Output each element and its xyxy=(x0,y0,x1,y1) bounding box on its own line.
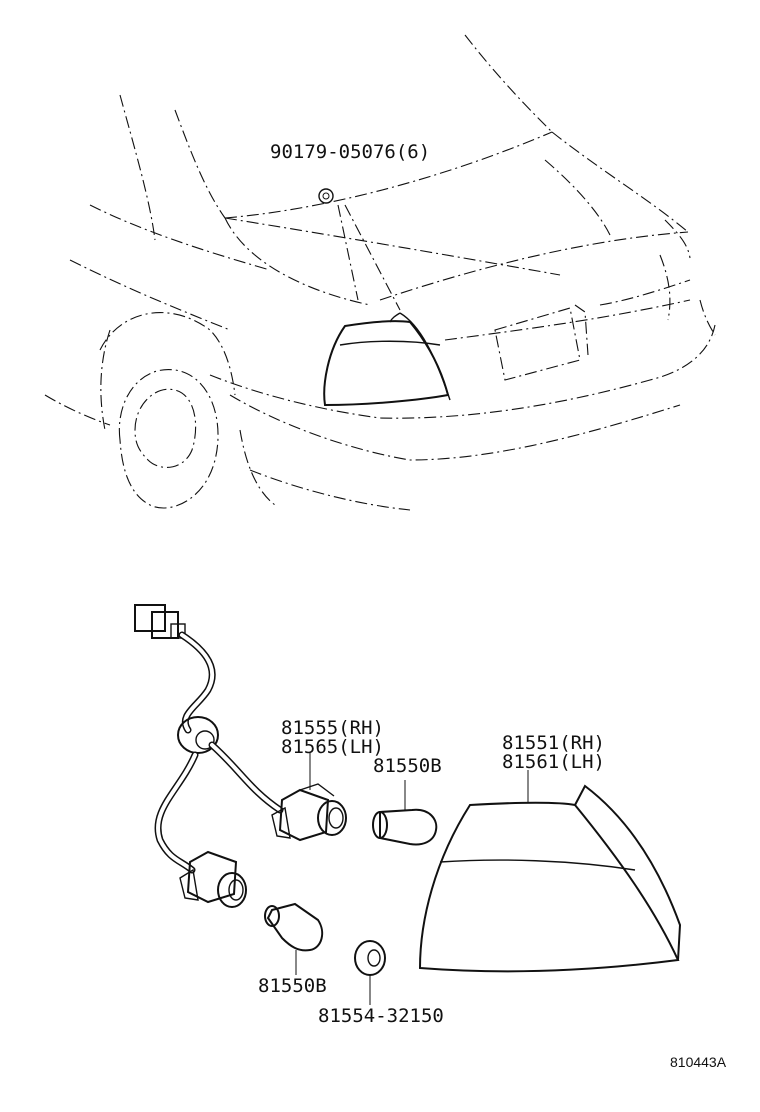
label-socket-lh: 81565(LH) xyxy=(281,736,384,758)
gasket xyxy=(354,940,386,1005)
label-bolt: 90179-05076(6) xyxy=(270,141,430,163)
grommet xyxy=(177,716,219,754)
label-lens-lh: 81561(LH) xyxy=(502,751,605,773)
socket-lower xyxy=(179,850,247,908)
label-socket-rh: 81555(RH) xyxy=(281,717,384,739)
wiring-harness xyxy=(134,604,284,874)
bulb-lower xyxy=(264,902,324,975)
connector-body xyxy=(134,604,166,632)
label-bulb-upper: 81550B xyxy=(373,755,442,777)
socket-upper xyxy=(271,783,347,842)
label-bulb-lower: 81550B xyxy=(258,975,327,997)
car-rear-illustration xyxy=(44,34,716,511)
bulb-upper xyxy=(372,780,438,846)
lamp-lens xyxy=(418,770,682,973)
connector-plug xyxy=(151,611,179,639)
label-lens-rh: 81551(RH) xyxy=(502,732,605,754)
label-gasket: 81554-32150 xyxy=(318,1005,444,1027)
figure-reference: 810443A xyxy=(670,1054,727,1070)
